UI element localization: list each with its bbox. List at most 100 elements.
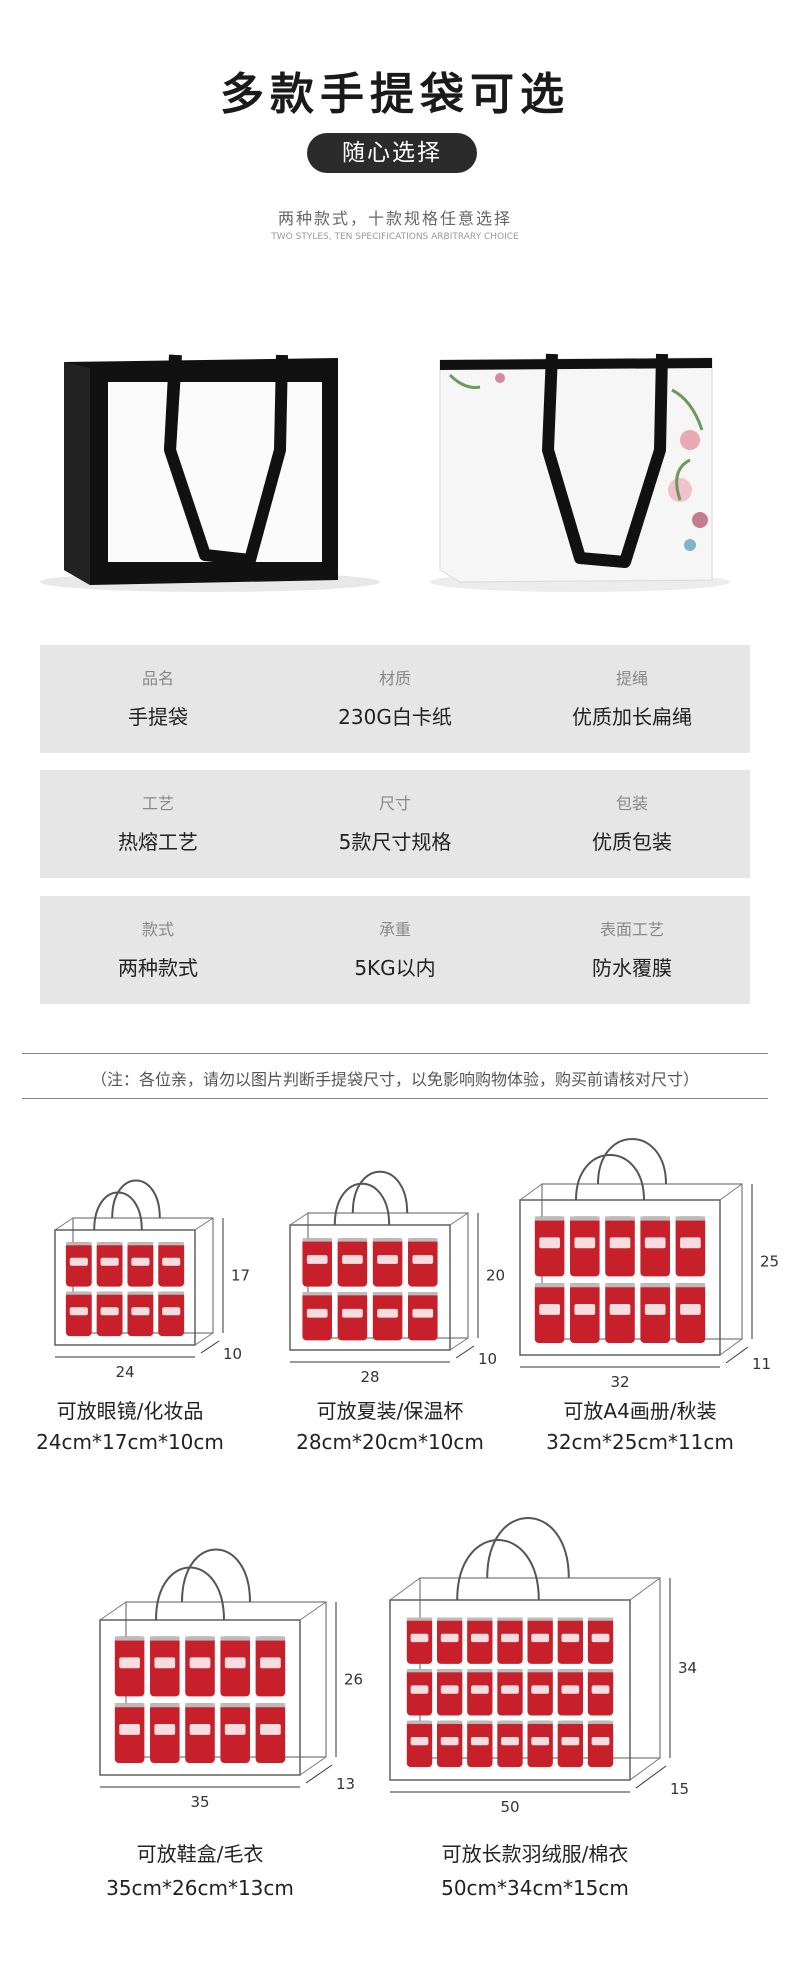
spec-label: 材质: [378, 669, 411, 688]
size-dims-1: 24cm*17cm*10cm: [36, 1430, 224, 1454]
can-label-stripe: [561, 1633, 580, 1643]
can-top: [557, 1720, 584, 1724]
can-label-stripe: [189, 1724, 211, 1735]
can-label-stripe: [644, 1237, 666, 1249]
size-use-2: 可放夏装/保温杯: [316, 1399, 464, 1423]
can-top: [406, 1669, 433, 1673]
can-label-stripe: [470, 1685, 489, 1694]
subtitle: 两种款式，十款规格任意选择: [277, 209, 512, 228]
bag-handle: [111, 1179, 161, 1219]
can-label-stripe: [470, 1736, 489, 1746]
can-label-stripe: [260, 1657, 281, 1669]
black-frame-bag: [40, 354, 380, 592]
can-label-stripe: [501, 1736, 519, 1746]
can-label-stripe: [470, 1633, 489, 1643]
size-note: （注：各位亲，请勿以图片判断手提袋尺寸，以免影响购物体验，购买前请核对尺寸）: [90, 1070, 699, 1089]
can-top: [557, 1669, 584, 1673]
height-label: 17: [231, 1267, 250, 1285]
bag-handle: [597, 1138, 667, 1185]
can-label-stripe: [591, 1736, 610, 1746]
can-top: [158, 1242, 185, 1246]
spec-value: 优质加长扁绳: [572, 705, 692, 729]
can-top: [255, 1703, 286, 1708]
depth-dimension-line: [725, 1346, 749, 1364]
can-label-stripe: [539, 1237, 560, 1249]
choice-badge: 随心选择: [307, 133, 477, 173]
product-bags-photo: [40, 353, 730, 592]
can-top: [497, 1617, 523, 1621]
size-dims-5: 50cm*34cm*15cm: [441, 1876, 629, 1900]
can-top: [114, 1703, 145, 1708]
spec-item: 款式 两种款式: [40, 896, 276, 1004]
bag-handle: [93, 1191, 143, 1231]
can-top: [96, 1242, 123, 1246]
bag-handle: [155, 1566, 225, 1621]
bag-handle: [333, 1182, 391, 1226]
bag-edge: [629, 1577, 661, 1601]
can-top: [640, 1283, 670, 1288]
spec-row-2: 工艺 热熔工艺 尺寸 5款尺寸规格 包装 优质包装: [40, 770, 750, 878]
bag-edge: [449, 1212, 469, 1226]
spec-value: 230G白卡纸: [338, 705, 452, 729]
can-top: [534, 1216, 565, 1221]
depth-label: 11: [752, 1355, 771, 1373]
can-label-stripe: [162, 1257, 181, 1266]
can-label-stripe: [561, 1685, 580, 1694]
can-top: [557, 1617, 584, 1621]
depth-dimension-line: [635, 1765, 667, 1789]
spec-label: 承重: [378, 920, 411, 939]
spec-label: 款式: [141, 920, 174, 939]
depth-label: 13: [336, 1775, 355, 1793]
can-label-stripe: [377, 1308, 398, 1318]
can-label-stripe: [154, 1724, 176, 1735]
can-top: [127, 1242, 154, 1246]
can-top: [467, 1617, 493, 1621]
can-top: [372, 1291, 403, 1296]
can-top: [570, 1283, 600, 1288]
can-top: [527, 1669, 553, 1673]
can-top: [408, 1291, 438, 1296]
bag-handle: [575, 1154, 645, 1201]
spec-value: 两种款式: [118, 956, 198, 980]
spec-value: 5款尺寸规格: [338, 830, 452, 854]
height-label: 26: [344, 1671, 363, 1689]
height-label: 34: [678, 1659, 697, 1677]
bag-edge: [299, 1756, 327, 1776]
can-top: [255, 1636, 286, 1641]
width-label: 35: [190, 1793, 209, 1811]
divider: [22, 1098, 768, 1099]
can-top: [587, 1720, 614, 1724]
bag-edge: [99, 1601, 127, 1621]
width-label: 32: [610, 1373, 629, 1391]
spec-value: 防水覆膜: [592, 956, 672, 980]
can-top: [640, 1216, 670, 1221]
can-label-stripe: [539, 1304, 560, 1315]
width-label: 28: [360, 1368, 379, 1386]
width-label: 50: [500, 1798, 519, 1816]
can-label-stripe: [410, 1736, 429, 1746]
can-label-stripe: [224, 1724, 246, 1735]
can-top: [302, 1291, 332, 1296]
bag-front-outline: [389, 1599, 631, 1781]
can-label-stripe: [306, 1255, 328, 1264]
spec-label: 品名: [141, 669, 174, 688]
can-top: [675, 1216, 706, 1221]
can-top: [675, 1283, 706, 1288]
bag-front-outline: [54, 1229, 196, 1346]
can-label-stripe: [131, 1257, 150, 1266]
can-top: [406, 1617, 433, 1621]
can-label-stripe: [501, 1685, 519, 1694]
spec-value: 手提袋: [128, 705, 188, 729]
bag-edge: [194, 1217, 214, 1231]
can-top: [337, 1238, 368, 1242]
height-label: 20: [486, 1267, 505, 1285]
can-label-stripe: [591, 1633, 610, 1643]
depth-label: 15: [670, 1780, 689, 1798]
bag-edge: [299, 1601, 327, 1621]
can-top: [372, 1238, 403, 1242]
can-top: [587, 1617, 614, 1621]
can-top: [467, 1669, 493, 1673]
can-label-stripe: [412, 1255, 434, 1264]
can-label-stripe: [69, 1307, 88, 1316]
